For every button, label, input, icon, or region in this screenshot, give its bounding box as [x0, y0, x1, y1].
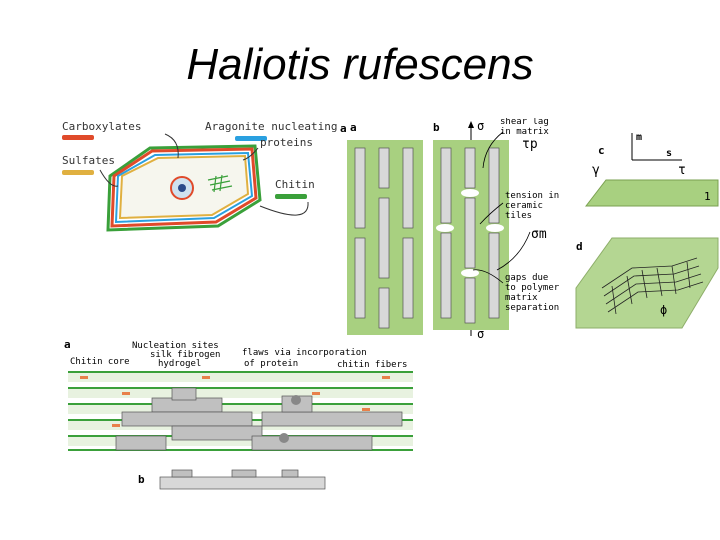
chitin-label: Chitin	[275, 178, 315, 191]
carboxylate-arrow	[164, 133, 179, 159]
chitin-arrow	[259, 201, 309, 216]
m-axis-label: m	[636, 132, 642, 143]
protein-arrow	[242, 147, 259, 161]
slide-title: Haliotis rufescens	[186, 40, 534, 89]
chitin-swatch	[275, 194, 307, 199]
of-protein-label: of protein	[244, 359, 298, 369]
s-axis-label: s	[666, 148, 672, 159]
sigma-top-label: σ	[477, 119, 484, 133]
flaws-label: flaws via incorporation	[242, 348, 367, 358]
sulfates-swatch	[62, 170, 94, 175]
aragonite-layer	[114, 151, 254, 224]
gamma-label: γ	[592, 163, 600, 178]
base-bump-2	[231, 469, 257, 478]
sigma-top-arrowhead	[468, 121, 474, 128]
carboxylates-label: Carboxylates	[62, 120, 141, 133]
layer-diagram: a Nucleation sites silk fibrogen hydroge…	[64, 338, 413, 490]
hydrogel-label: hydrogel	[158, 359, 201, 369]
chitin-fibrils	[207, 174, 233, 193]
axes	[631, 133, 682, 161]
aragonite-swatch	[235, 136, 267, 141]
chitin-core-label: Chitin core	[70, 357, 130, 367]
cell-diagram: Carboxylates Sulfates Aragonite nucleati…	[62, 120, 347, 232]
panel-a-label: a	[340, 122, 347, 135]
tiles-a	[354, 147, 414, 329]
tau-label: τ	[678, 163, 686, 178]
sheared-sheet	[584, 179, 719, 207]
tiles-panel-b-label: b	[433, 121, 440, 134]
sigma-m-label: σm	[531, 227, 547, 242]
gaps-label-3: matrix	[505, 293, 538, 303]
composite-block	[575, 237, 719, 329]
tiles-diagram: a b σ σ shear lag in matrix τp tension i…	[347, 117, 560, 341]
flaw-void-2	[279, 433, 289, 443]
tiles-panel: a b σ σ shear lag in matrix τp tension i…	[345, 117, 570, 341]
base-bump-3	[281, 469, 299, 478]
layer-panel-a-label: a	[64, 340, 71, 351]
base-bump-1	[171, 469, 193, 478]
chitin-fibers-label: chitin fibers	[337, 360, 407, 370]
carboxylate-layer	[110, 147, 258, 228]
layer-panel-b-label: b	[138, 473, 145, 486]
shear-panel: c m s γ τ 1 d ϕ	[572, 118, 720, 340]
sigma-m-arrow	[496, 231, 531, 271]
in-matrix-label: in matrix	[500, 127, 549, 137]
unit-label: 1	[704, 190, 711, 203]
gap-ellipses	[436, 189, 504, 277]
nucleation-center	[178, 184, 186, 192]
tiles-label: tiles	[505, 211, 532, 221]
tiles-b	[440, 147, 500, 324]
cell-diagram-panel: Carboxylates Sulfates Aragonite nucleati…	[60, 118, 350, 243]
shear-arrow	[482, 131, 504, 169]
gaps-label-2: to polymer	[505, 283, 560, 293]
tiles-panel-a-label: a	[350, 121, 357, 134]
sulfates-label: Sulfates	[62, 154, 115, 167]
carboxylates-swatch	[62, 135, 94, 140]
tau-p-label: τp	[522, 137, 538, 152]
proteins-label: proteins	[260, 136, 313, 149]
gaps-label-4: separation	[505, 303, 559, 313]
fiber-mesh	[601, 257, 704, 315]
nucleation-label: Nucleation sites	[132, 341, 219, 351]
sigma-bottom-label: σ	[477, 327, 484, 340]
chitin-layer	[106, 144, 262, 232]
tension-label: tension in	[505, 191, 559, 201]
panel-c-label: c	[598, 144, 605, 157]
silk-label: silk fibrogen	[150, 350, 220, 360]
layer-panel: a Nucleation sites silk fibrogen hydroge…	[62, 338, 432, 495]
shear-diagram: c m s γ τ 1 d ϕ	[575, 132, 719, 329]
tension-arrow	[479, 202, 504, 225]
gaps-label-1: gaps due	[505, 273, 548, 283]
shear-label: shear lag	[500, 118, 549, 127]
ceramic-label: ceramic	[505, 201, 543, 211]
sulfate-arrow	[99, 169, 119, 187]
panel-d-label: d	[576, 240, 583, 253]
phi-label: ϕ	[660, 303, 667, 317]
flaw-void-1	[291, 395, 301, 405]
gaps-arrow	[472, 269, 504, 284]
base-layer	[159, 476, 326, 490]
aragonite-label: Aragonite nucleating	[205, 120, 337, 133]
